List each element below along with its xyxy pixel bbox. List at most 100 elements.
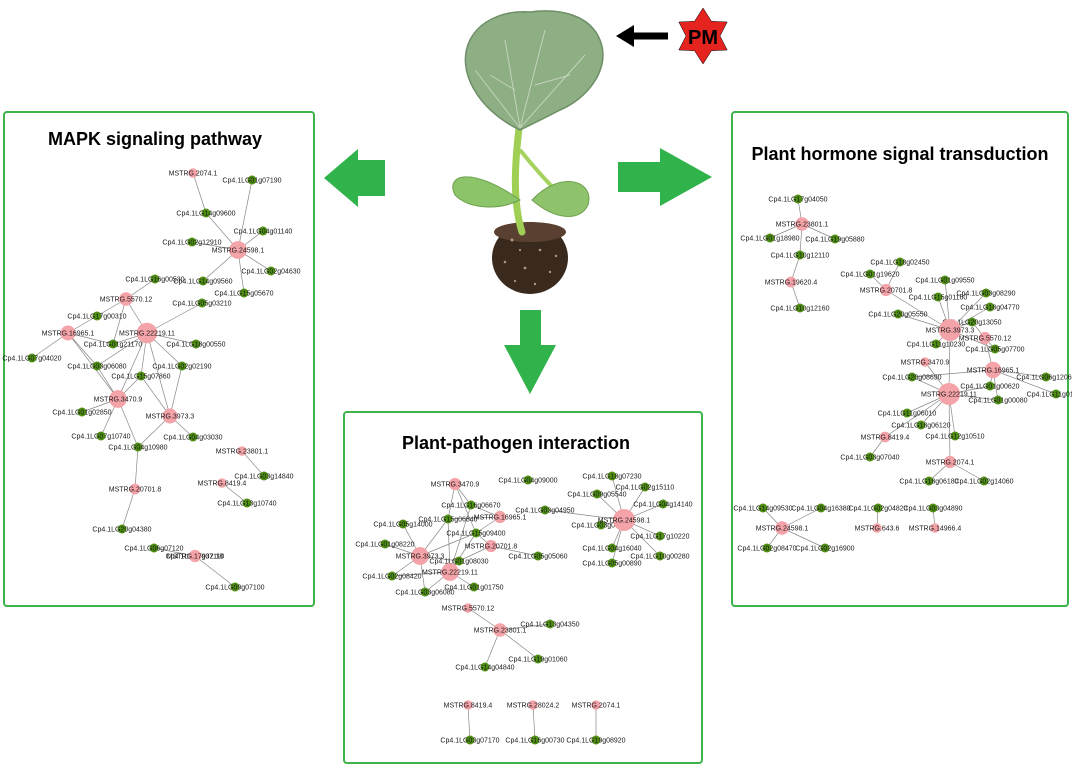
node-label: Cp4.1LG04g09000 [498,478,557,485]
lncrna-node [785,276,797,288]
gene-node [466,500,476,510]
powdery-mildew-arrow [616,25,668,47]
lncrna-node [978,331,992,345]
gene-node [895,257,905,267]
node-label: MSTRG.3973.3 [926,328,975,335]
lncrna-node [493,510,507,524]
gene-node [469,582,479,592]
gene-node [607,558,617,568]
node-label: Cp4.1LG01g09550 [915,278,974,285]
node-label: Cp4.1LG17g10220 [630,534,689,541]
node-label: MSTRG.24598.1 [598,518,651,525]
node-label: Cp4.1LG01g00080 [968,398,1027,405]
node-label: MSTRG.16965.1 [474,515,527,522]
mapk-panel [3,111,315,607]
node-label: Cp4.1LG05g00890 [582,561,641,568]
node-label: Cp4.1LG01g21170 [84,342,143,349]
node-label: Cp4.1LG05g05060 [508,554,567,561]
node-label: MSTRG.2074.1 [169,171,218,178]
gene-node [865,269,875,279]
gene-node [607,471,617,481]
node-label: MSTRG.17932.18 [167,554,224,561]
network-edge [237,179,253,251]
network-edge [146,332,171,417]
node-label: Cp4.1LG05g14000 [373,522,432,529]
pm-star-icon: PM [678,7,728,65]
node-label: Cp4.1LG01g19620 [840,272,899,279]
lncrna-node [938,383,960,405]
lncrna-node [229,241,247,259]
gene-node [149,543,159,553]
network-edge [532,704,536,741]
node-label: Cp4.1LG01g07190 [222,178,281,185]
node-label: Cp4.1LG20g13050 [942,320,1001,327]
node-label: Cp4.1LG02g15110 [616,485,675,492]
gene-node [242,498,252,508]
network-edge [948,393,951,463]
node-label: MSTRG.8419.4 [861,435,910,442]
gene-node [443,514,453,524]
gene-node [533,654,543,664]
gene-node [924,476,934,486]
gene-node [380,539,390,549]
node-label: MSTRG.8419.4 [444,703,493,710]
network-edge [153,547,196,557]
arrow-down [504,310,556,394]
hormone-panel [731,111,1069,607]
node-label: Cp4.1LG04g03030 [163,435,222,442]
lncrna-node [237,446,247,456]
lncrna-node [879,431,891,443]
gene-node [545,619,555,629]
node-label: MSTRG.20701.8 [465,544,518,551]
gene-node [197,298,207,308]
network-edge [146,302,203,334]
node-label: Cp4.1LG18g06120 [891,423,950,430]
node-label: Cp4.1LG04g14140 [633,502,692,509]
lncrna-node [930,523,940,533]
node-label: Cp4.1LG05g07700 [965,347,1024,354]
node-label: Cp4.1LG14g04840 [455,665,514,672]
node-label: Cp4.1LG06g12060 [1016,375,1072,382]
gene-node [454,556,464,566]
gene-node [523,475,533,485]
gene-node [950,431,960,441]
node-label: Cp4.1LG02g12910 [162,240,221,247]
node-label: Cp4.1LG09g05540 [567,492,626,499]
gene-node [530,735,540,745]
network-edge [391,571,451,577]
gene-node [916,420,926,430]
gene-node [533,551,543,561]
gene-node [191,339,201,349]
node-label: Cp4.1LG19g05880 [805,237,864,244]
node-label: Cp4.1LG20g08690 [882,375,941,382]
network-edge [911,369,994,378]
lncrna-node [528,700,538,710]
lncrna-node [872,523,882,533]
gene-node [471,528,481,538]
gene-node [133,442,143,452]
node-label: MSTRG.3470.9 [431,482,480,489]
pathogen-network: MSTRG.3470.9Cp4.1LG04g09000Cp4.1LG16g066… [355,471,693,745]
node-label: Cp4.1LG01g00620 [960,384,1019,391]
gene-node [758,503,768,513]
gene-node [136,371,146,381]
network-edge [241,450,265,477]
node-label: Cp4.1LG15g01160 [909,295,968,302]
node-label: Cp4.1LG15g06840 [418,517,477,524]
pathogen-title: Plant-pathogen interaction [402,433,630,453]
node-label: MSTRG.23801.1 [216,449,269,456]
network-edge [544,509,625,521]
node-label: MSTRG.19620.4 [765,280,818,287]
gene-node [420,587,430,597]
gene-node [1041,372,1051,382]
gene-node [607,543,617,553]
gene-node [640,482,650,492]
hormone-network: Cp4.1LG17g04050MSTRG.23801.1Cp4.1LG01g18… [733,194,1072,553]
gene-node [259,471,269,481]
node-label: MSTRG.2074.1 [926,460,975,467]
node-label: Cp4.1LG19g01060 [508,657,567,664]
node-label: Cp4.1LG04g01140 [234,229,293,236]
gene-node [795,303,805,313]
node-label: Cp4.1LG03g05830 [571,523,630,530]
gene-node [258,226,268,236]
